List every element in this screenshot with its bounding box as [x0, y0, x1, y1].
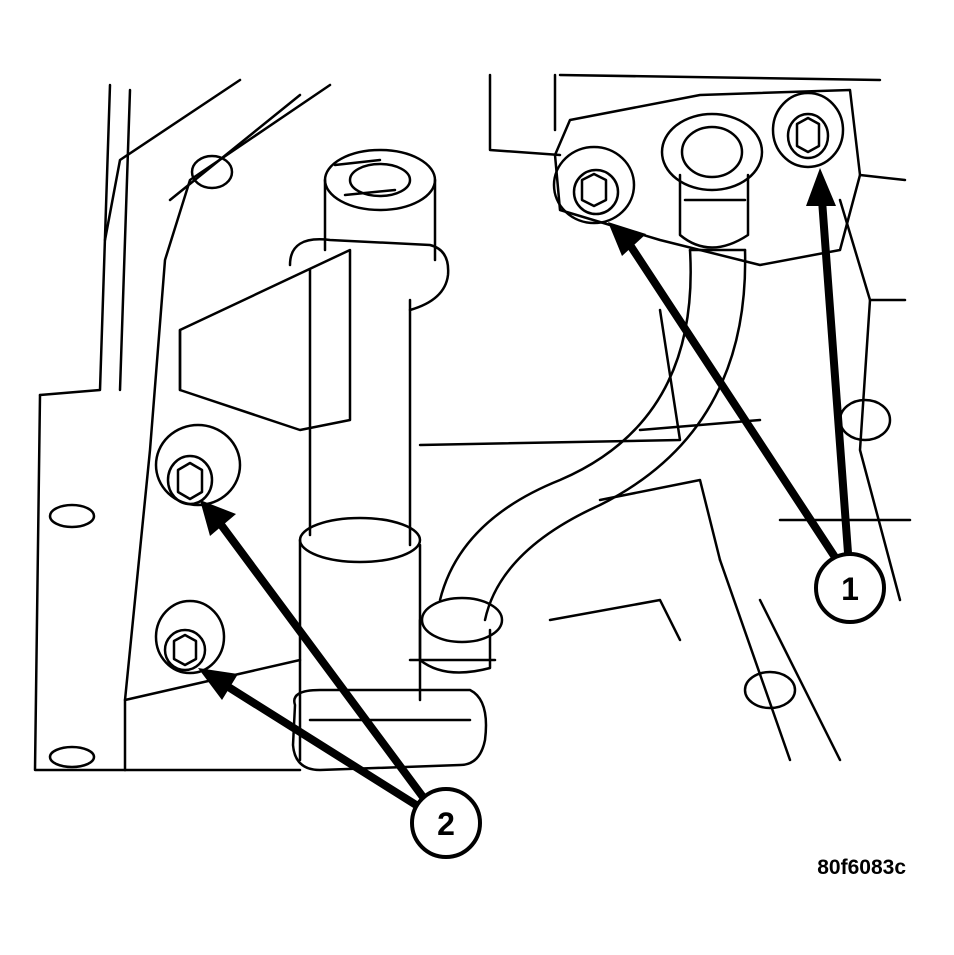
callout-2-label: 2 — [437, 806, 455, 842]
callout-1-arrowhead-b — [806, 168, 836, 206]
bolt-2b — [154, 599, 226, 675]
bolt-1a — [552, 145, 636, 225]
callout-2-arrowhead-b — [198, 668, 238, 700]
bolt-1b — [771, 91, 845, 169]
callout-2-group: 2 — [198, 500, 482, 859]
callout-1-circle — [814, 552, 886, 624]
callout-2-arrowhead-a — [200, 500, 236, 536]
callout-1-group: 1 — [608, 168, 886, 624]
cooler-pipe-main — [288, 148, 488, 772]
callout-2-leader-a — [218, 522, 444, 824]
cooler-hose — [408, 248, 747, 674]
bolt-2a — [154, 423, 242, 507]
mounting-bracket — [178, 73, 882, 447]
callout-1-leader-a — [626, 241, 854, 584]
transmission-case — [33, 78, 332, 772]
callout-1-leader-b — [818, 196, 854, 584]
callout-2-circle — [410, 787, 482, 859]
valve-body — [548, 173, 912, 762]
callout-1-arrowhead-a — [608, 222, 646, 256]
callout-1-label: 1 — [841, 571, 859, 607]
callout-2-leader-b — [226, 684, 444, 824]
figure-code: 80f6083c — [817, 856, 906, 879]
